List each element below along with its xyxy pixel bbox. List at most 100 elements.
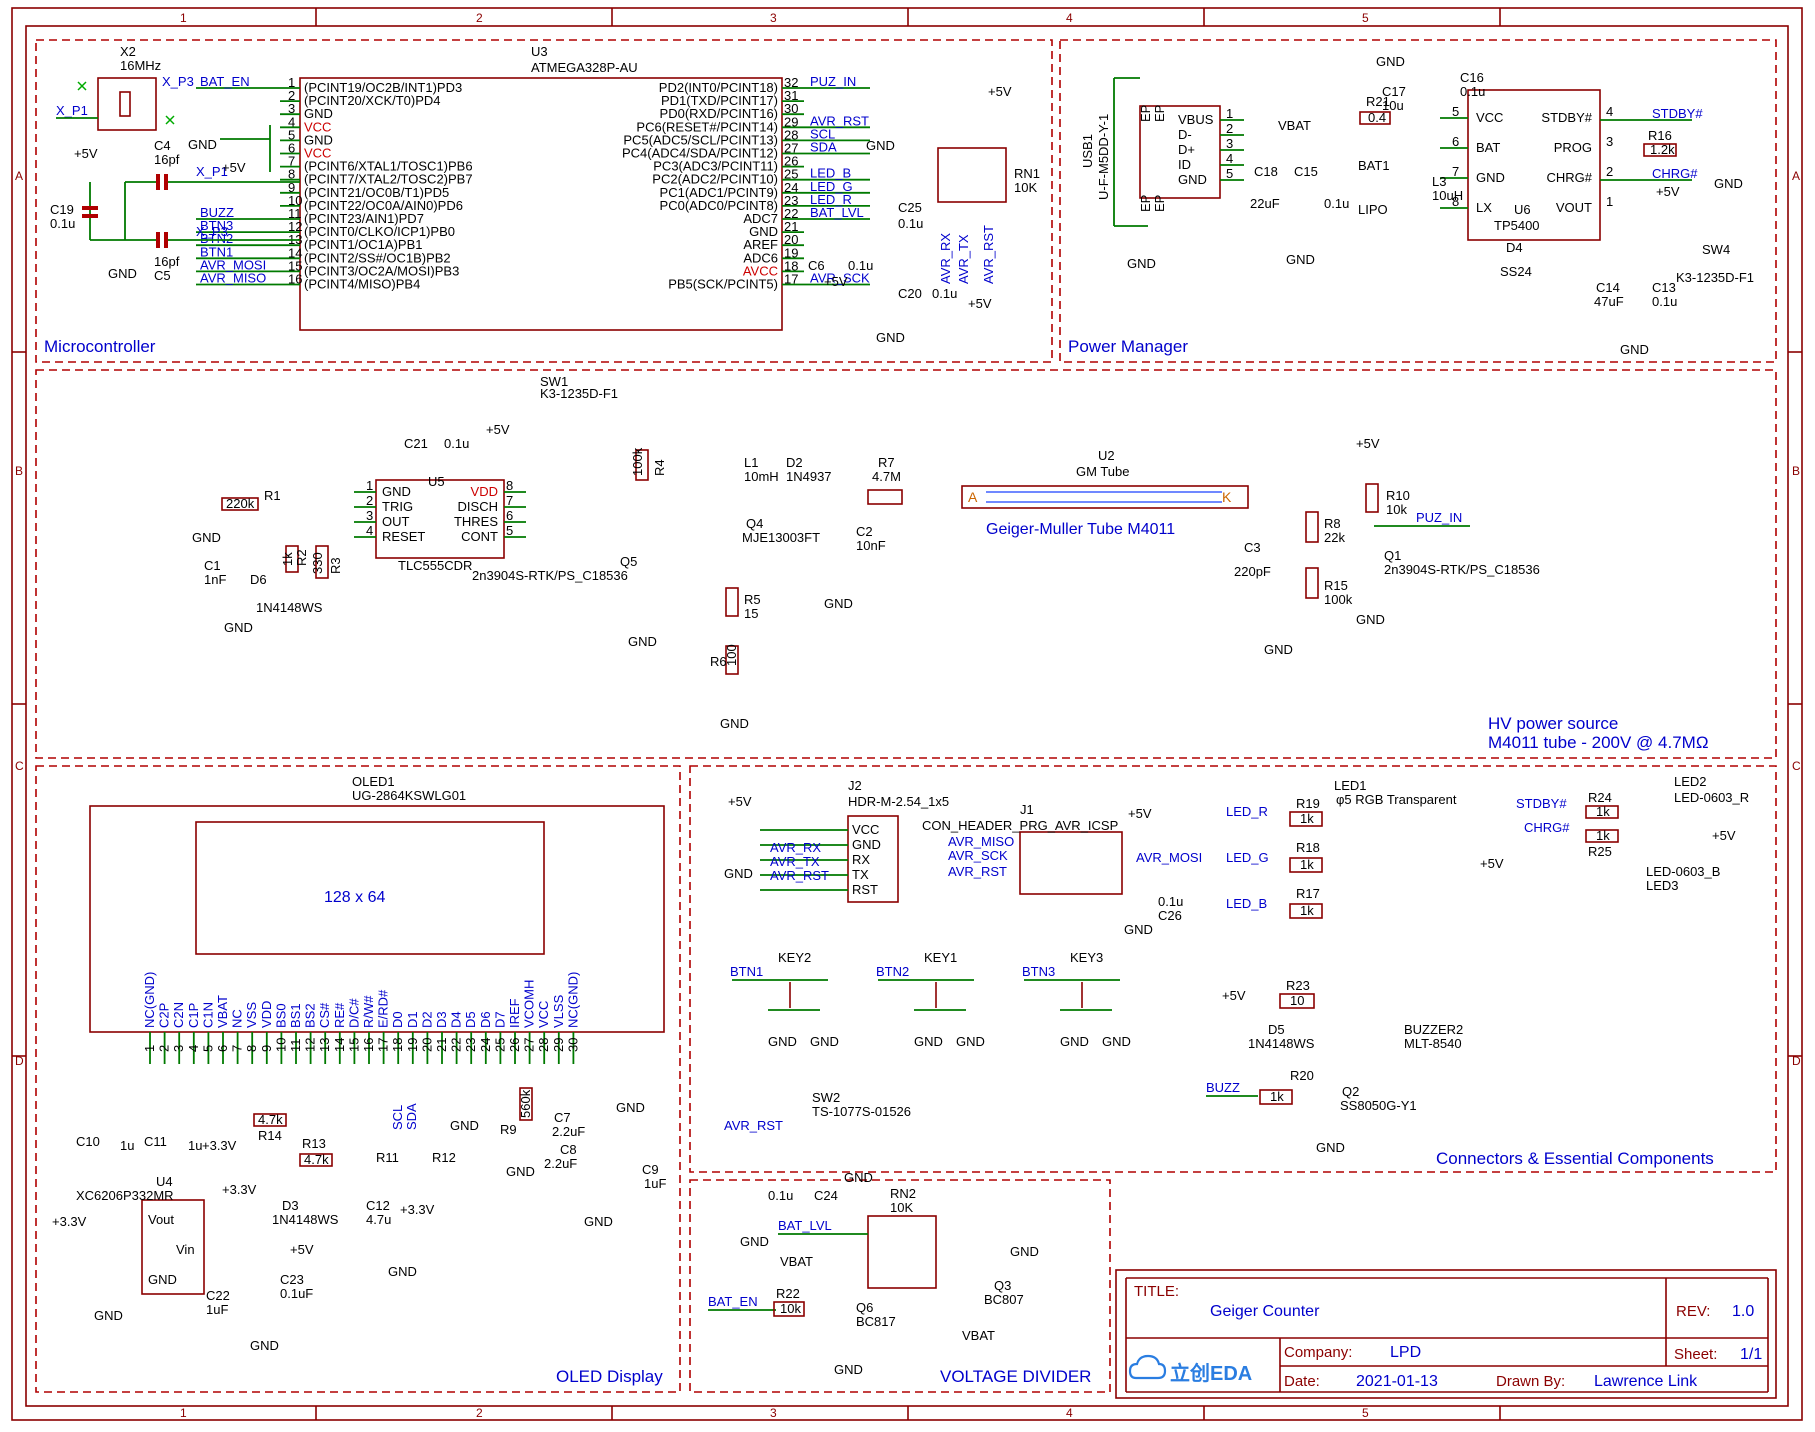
c1-val: 1nF (204, 572, 226, 587)
oled-pin-label: VSS (244, 1002, 259, 1028)
mcu-left-pin-name: (PCINT19/OC2B/INT1)PD3 (304, 80, 462, 95)
mcu-right-net-label: LED_G (810, 179, 853, 194)
lceda-logo: 立创EDA (1128, 1354, 1252, 1385)
mcu-left-pin-num: 2 (288, 88, 295, 103)
usb-ep-label: EP (1152, 105, 1167, 122)
u6-ref: U6 (1514, 202, 1531, 217)
net-x-p1: X_P1 (56, 103, 88, 118)
mcu-left-pin-num: 10 (288, 193, 302, 208)
j2-part: HDR-M-2.54_1x5 (848, 794, 949, 809)
u6-right-pin-num: 1 (1606, 194, 1613, 209)
oled-pin-num: 30 (565, 1038, 580, 1052)
j1-net-mosi: AVR_MOSI (1136, 850, 1202, 865)
r7-ref: R7 (878, 455, 895, 470)
usb-pin-num: 2 (1226, 121, 1233, 136)
oled-pin-num: 8 (244, 1045, 259, 1052)
gnd-c12: GND (388, 1264, 417, 1279)
key-gnd-a: GND (768, 1034, 797, 1049)
row-label-right-a: A (1792, 169, 1800, 183)
r20-body (1259, 1089, 1293, 1105)
net-puz-in-hv: PUZ_IN (1416, 510, 1462, 525)
u6-right-pin-num: 2 (1606, 164, 1613, 179)
pwr-33v-u4: +3.3V (52, 1214, 87, 1229)
sw2-part: TS-1077S-01526 (812, 1104, 911, 1119)
r2-val: 1k (280, 552, 295, 566)
c4-val: 16pf (154, 152, 180, 167)
r19-val: 1k (1300, 811, 1314, 826)
c25-ref: C25 (898, 200, 922, 215)
u6-left-pin-name: BAT (1476, 140, 1500, 155)
r18-val: 1k (1300, 857, 1314, 872)
no-connect-x2-1 (77, 81, 87, 91)
c19-ref: C19 (50, 202, 74, 217)
c20-val: 0.1u (932, 286, 957, 301)
u6-right-pin-num: 3 (1606, 134, 1613, 149)
r5-val: 15 (744, 606, 758, 621)
usb-ep-label: EP (1152, 195, 1167, 212)
d5-val: 1N4148WS (1248, 1036, 1315, 1051)
r16-val: 1.2k (1650, 142, 1675, 157)
gnd-q1: GND (1356, 612, 1385, 627)
oled-pin-num: 20 (419, 1038, 434, 1052)
gnd-r9: GND (506, 1164, 535, 1179)
row-label-left-d: D (15, 1054, 24, 1068)
frame-row-labels: A B C D A B C D (15, 169, 1801, 1068)
d5-ref: D5 (1268, 1022, 1285, 1037)
mcu-left-pin-num: 5 (288, 127, 295, 142)
usb-ep-label: EP (1138, 105, 1153, 122)
c20-ref: C20 (898, 286, 922, 301)
q1-val: 2n3904S-RTK/PS_C18536 (1384, 562, 1540, 577)
gnd-c2: GND (824, 596, 853, 611)
u6-left-pin-name: VCC (1476, 110, 1503, 125)
oled-pin-num: 21 (434, 1038, 449, 1052)
gnd-oled-right: GND (616, 1100, 645, 1115)
mcu-right-pin-name: PD2(INT0/PCINT18) (659, 80, 778, 95)
oled-pin-label: E/RD# (376, 989, 391, 1028)
pwr-5v-avcc: +5V (824, 274, 848, 289)
frame-column-labels: 1 2 3 4 5 1 2 3 4 5 (180, 11, 1369, 1420)
rev-label: REV: (1676, 1303, 1710, 1320)
date-label: Date: (1284, 1373, 1320, 1390)
oled-pin-num: 27 (522, 1038, 537, 1052)
mcu-left-net-label: BTN1 (200, 244, 233, 259)
c21-val: 0.1u (444, 436, 469, 451)
mcu-right-pin-num: 27 (784, 141, 798, 156)
u5-right-pin-num: 6 (506, 508, 513, 523)
zone-voltage-divider (689, 1179, 1111, 1393)
col-label-bottom-5: 5 (1362, 1406, 1369, 1420)
mcu-left-pin-name: VCC (304, 119, 331, 134)
q6-val: BC817 (856, 1314, 896, 1329)
bat-val: LIPO (1358, 202, 1388, 217)
mcu-left-pin-num: 1 (288, 75, 295, 90)
section-title-power-manager: Power Manager (1068, 337, 1188, 356)
net-led-b: LED_B (1226, 896, 1267, 911)
gnd-r16: GND (1714, 176, 1743, 191)
u6-body (1467, 89, 1601, 241)
mcu-right-pin-name: PC3(ADC3/PCINT11) (653, 159, 778, 174)
oled-pin-num: 14 (332, 1038, 347, 1052)
gnd-c24: GND (740, 1234, 769, 1249)
pwr-5v-sw1: +5V (486, 422, 510, 437)
oled-pin-label: CS# (317, 1002, 332, 1028)
gnd-c13: GND (1620, 342, 1649, 357)
cloud-icon (1128, 1354, 1167, 1380)
oled-pin-label: D5 (463, 1011, 478, 1028)
oled-pin-label: C2N (171, 1002, 186, 1028)
oled-pin-num: 1 (142, 1045, 157, 1052)
net-chrg: CHRG# (1652, 166, 1698, 181)
led1-part: φ5 RGB Transparent (1336, 792, 1457, 807)
mcu-right-pin-num: 19 (784, 245, 798, 260)
mcu-right-net-label: BAT_LVL (810, 205, 864, 220)
gm-tube-anode-label: A (968, 489, 978, 505)
u5-right-pin-num: 5 (506, 523, 513, 538)
zone-connectors (689, 765, 1777, 1173)
led2-ref: LED2 (1674, 774, 1707, 789)
usb-ref: USB1 (1080, 134, 1095, 168)
row-label-right-d: D (1792, 1054, 1801, 1068)
pwr-5v-mcu: +5V (222, 160, 246, 175)
u5-left-pin-num: 4 (366, 523, 373, 538)
gnd-q2: GND (1316, 1140, 1345, 1155)
gnd-q6: GND (834, 1362, 863, 1377)
mcu-left-pin-name: (PCINT3/OC2A/MOSI)PB3 (304, 263, 459, 278)
